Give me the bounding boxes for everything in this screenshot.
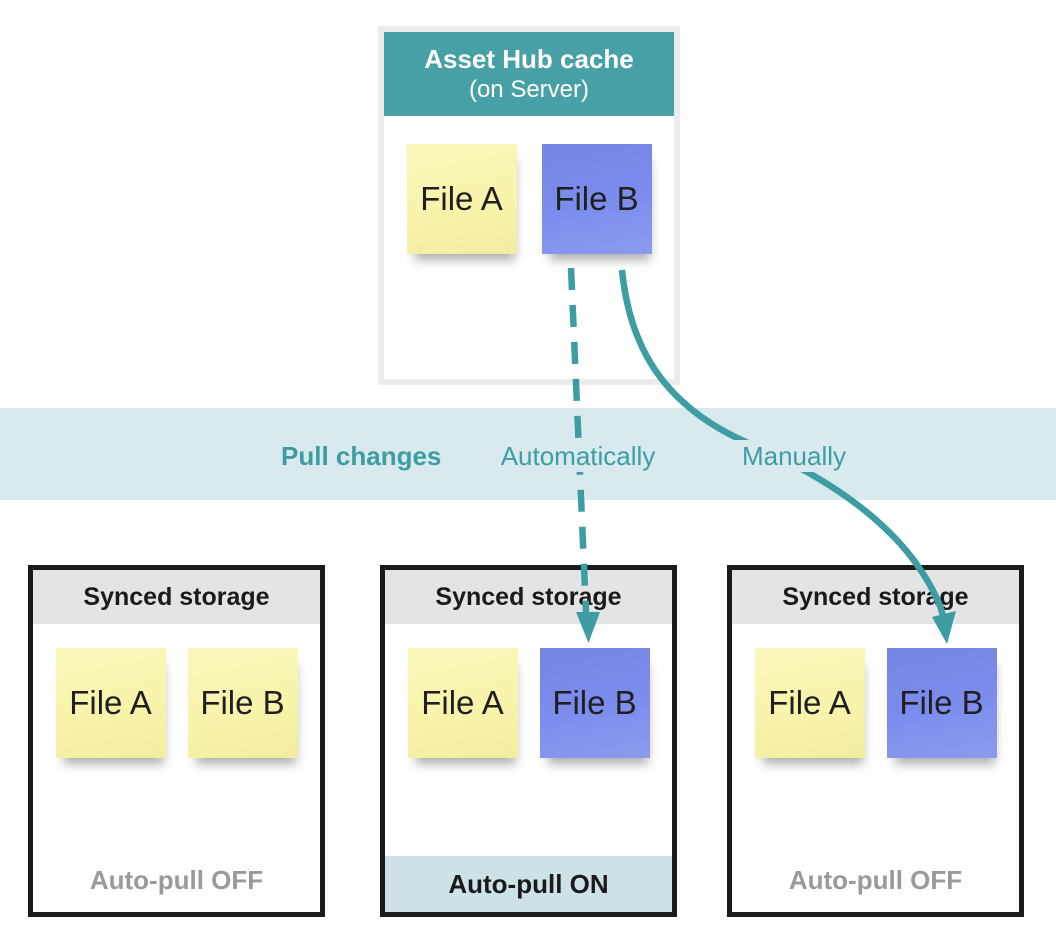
autopull-status: Auto-pull OFF [788,865,963,895]
storage-box-header: Synced storage [385,570,672,624]
storage-box-middle: Synced storage File A File B Auto-pull O… [380,565,677,917]
note-file-a-label: File A [768,684,851,721]
note-file-a: File A [406,144,517,254]
storage-box-title: Synced storage [782,582,969,611]
storage-box-left: Synced storage File A File B Auto-pull O… [28,565,325,917]
note-file-b: File B [187,648,298,758]
note-file-b-label: File B [899,684,984,721]
storage-box-right: Synced storage File A File B Auto-pull O… [727,565,1024,917]
automatically-label: Automatically [490,440,666,472]
autopull-on-band: Auto-pull ON [385,856,672,912]
note-file-a: File A [754,648,865,758]
note-file-b: File B [541,144,652,254]
storage-box-header: Synced storage [732,570,1019,624]
storage-box-title: Synced storage [83,582,270,611]
storage-notes-row: File A File B [385,648,672,758]
storage-box-header: Synced storage [33,570,320,624]
autopull-status: Auto-pull ON [448,868,609,899]
note-file-a-label: File A [421,684,504,721]
storage-box-title: Synced storage [435,582,622,611]
server-box-subtitle: (on Server) [468,76,590,103]
note-file-a: File A [407,648,518,758]
pull-changes-label: Pull changes [281,441,442,471]
server-box-title: Asset Hub cache [424,44,634,74]
server-box: Asset Hub cache (on Server) File A File … [378,26,680,385]
manually-label: Manually [731,440,857,472]
note-file-b-label: File B [554,180,639,217]
note-file-b: File B [886,648,997,758]
note-file-a-label: File A [69,684,152,721]
storage-notes-row: File A File B [732,648,1019,758]
autopull-status: Auto-pull OFF [89,865,264,895]
note-file-a: File A [55,648,166,758]
server-box-header: Asset Hub cache (on Server) [384,32,674,116]
note-file-a-label: File A [420,180,503,217]
note-file-b-label: File B [200,684,285,721]
note-file-b: File B [539,648,650,758]
server-notes-row: File A File B [384,144,674,254]
note-file-b-label: File B [552,684,637,721]
storage-notes-row: File A File B [33,648,320,758]
